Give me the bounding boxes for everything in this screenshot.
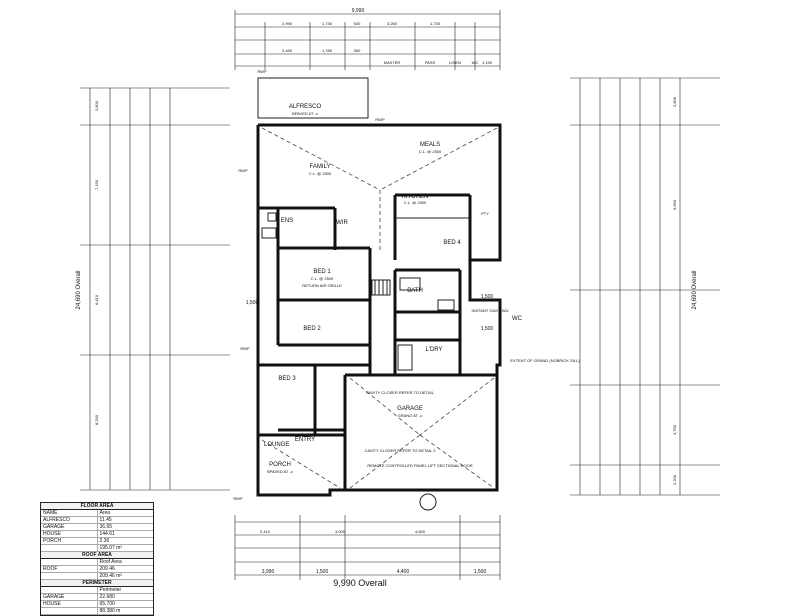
table-row: 209.46 m² (41, 573, 153, 580)
porch-note: BPAVED AT -c (267, 469, 293, 474)
cavity-closer-2: CAVITY CLOSER REFER TO DETAIL 2 (365, 448, 437, 453)
bottom-dim-2: 1,500 (316, 569, 329, 575)
kitchen-note: C.L. @ 2500 (404, 200, 427, 205)
floor-area-title: FLOOR AREA (41, 503, 153, 510)
family-label: FAMILY (310, 164, 331, 170)
top-dim-11: LINEN (449, 60, 461, 65)
top-dim-3: 920 (354, 21, 361, 26)
ldry-label: L'DRY (425, 347, 442, 353)
floor-area-header: NAME Area (41, 510, 153, 517)
left-dimensions: 24,690 Overall 2,800 7,190 6,410 8,290 (76, 87, 230, 491)
mid-dim-1500-c: 1,500 (481, 326, 494, 332)
right-dimensions: 24,690 Overall 2,800 9,990 4,790 2,200 (570, 77, 720, 496)
left-dim-4: 8,290 (94, 414, 99, 425)
ens-label: ENS (281, 218, 293, 224)
right-dim-4: 2,200 (672, 474, 677, 485)
fixtures (261, 212, 455, 511)
meals-note: C.L. @ 2500 (419, 149, 442, 154)
right-total-dim: 24,690 Overall (692, 270, 698, 309)
rwp-label-2: RWP (375, 117, 385, 122)
cavity-closer-1: CAVITY CLOSER REFER TO DETAIL (366, 390, 434, 395)
bath-label: BATH (407, 288, 423, 294)
bottom-dimensions: 2,410 3,000 4,820 3,990 1,500 4,400 1,50… (234, 515, 501, 588)
remote-door-label: REMOTE CONTROLLED PANEL LIFT SECTIONAL D… (367, 463, 472, 468)
roof-area-title: ROOF AREA (41, 552, 153, 559)
porch-label: PORCH (269, 462, 291, 468)
mid-dim-1500-b: 1,500 (481, 294, 494, 300)
pantry-label: PTY (481, 211, 489, 216)
top-dim-4: 3,260 (387, 21, 398, 26)
left-dim-2: 7,190 (94, 179, 99, 190)
family-note: C.L. @ 2500 (309, 171, 332, 176)
perimeter-header: Perimeter (41, 587, 153, 594)
bottom-dim-1: 3,990 (262, 569, 275, 575)
top-dim-1: 2,990 (282, 21, 293, 26)
house-walls (256, 123, 502, 497)
top-dimensions: 9,990 2,990 1,730 920 3,260 1,730 2,490 … (234, 8, 501, 70)
top-total-dim: 9,990 (352, 8, 365, 14)
bottom-dim-4: 1,500 (474, 569, 487, 575)
floor-plan: 9,990 2,990 1,730 920 3,260 1,730 2,490 … (76, 8, 720, 588)
top-dim-9: MASTER (384, 60, 401, 65)
perimeter-title: PERIMETER (41, 580, 153, 587)
top-dim-10: PASS (425, 60, 436, 65)
bed1-return: RETURN AIR GRILLE (302, 283, 342, 288)
left-dim-3: 6,410 (94, 294, 99, 305)
bottom-dim-3: 4,400 (397, 569, 410, 575)
rwp-label-4: RWP (240, 346, 250, 351)
table-row: 88.380 m (41, 608, 153, 615)
alfresco-area: ALFRESCO BPAVED AT -c (257, 77, 369, 119)
extent-label: EXTENT OF GRAND (NOBRICK SILL) (510, 358, 580, 363)
instant-gas-label: INSTANT GAS HWU (472, 308, 509, 313)
bed2-label: BED 2 (303, 326, 321, 332)
wir-label: WIR (336, 220, 348, 226)
alfresco-label: ALFRESCO (289, 104, 322, 110)
top-dim-8: 950 (354, 48, 361, 53)
mid-dim-1500-a: 1,500 (246, 300, 259, 306)
top-dim-2: 1,730 (322, 21, 333, 26)
bed1-label: BED 1 (313, 269, 331, 275)
top-dim-5: 1,730 (430, 21, 441, 26)
top-dim-12: WC (472, 60, 479, 65)
roof-area-header: Roof Area (41, 559, 153, 566)
right-dim-2: 9,990 (672, 199, 677, 210)
rwp-label-1: RWP (257, 69, 267, 74)
top-dim-13: 1,190 (482, 60, 493, 65)
bottom-row-2: 3,000 (335, 529, 346, 534)
garage-label: GARAGE (397, 406, 423, 412)
bottom-row-3: 4,820 (415, 529, 426, 534)
garage-note: GRANO AT -c (398, 413, 423, 418)
right-dim-3: 4,790 (672, 424, 677, 435)
rwp-label-3: RWP (238, 168, 248, 173)
bed3-label: BED 3 (278, 376, 296, 382)
left-dim-1: 2,800 (94, 100, 99, 111)
lounge-label: LOUNGE (264, 442, 289, 448)
kitchen-label: KITCHEN (402, 194, 428, 200)
meals-label: MEALS (420, 142, 440, 148)
wc-label: WC (512, 316, 523, 322)
roof-lines (261, 127, 498, 489)
bed1-note: C.L. @ 2500 (311, 276, 334, 281)
bed4-label: BED 4 (443, 240, 461, 246)
bottom-total-dim: 9,990 Overall (333, 578, 387, 588)
top-dim-7: 1,780 (322, 48, 333, 53)
table-row: 195.07 m² (41, 545, 153, 552)
entry-label: ENTRY (295, 437, 315, 443)
top-dim-6: 2,490 (282, 48, 293, 53)
left-total-dim: 24,690 Overall (76, 270, 82, 309)
bottom-row-1: 2,410 (260, 529, 271, 534)
room-labels: MEALS C.L. @ 2500 FAMILY C.L. @ 2500 KIT… (233, 69, 580, 501)
rwp-label-5: RWP (233, 496, 243, 501)
right-dim-1: 2,800 (672, 96, 677, 107)
alfresco-note: BPAVED AT -c (292, 111, 318, 116)
